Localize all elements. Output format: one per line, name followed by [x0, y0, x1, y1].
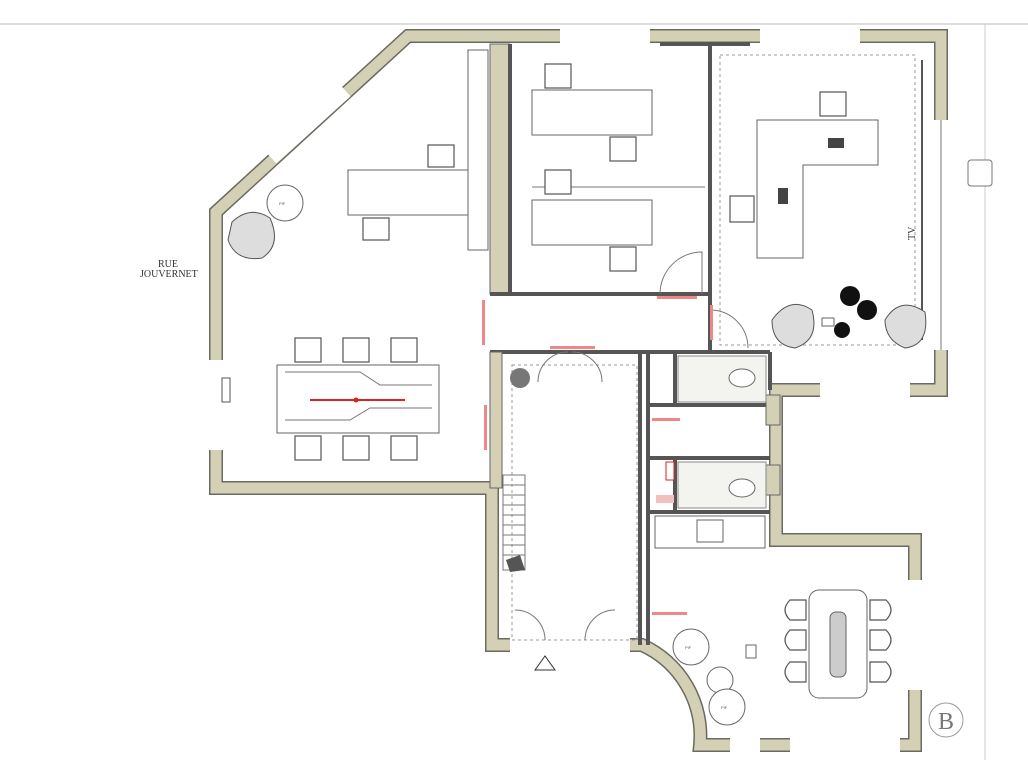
- windows: [208, 28, 950, 754]
- logo-letter: B: [938, 709, 954, 735]
- storage-cabinet: [467, 49, 489, 251]
- round-table-label: PIF: [279, 201, 286, 206]
- round-table-label: PIF: [685, 645, 692, 650]
- tv-label: TV: [907, 226, 918, 240]
- middle-office-desks: [531, 63, 705, 295]
- restrooms: [654, 355, 767, 549]
- right-office: [711, 60, 927, 349]
- conference-chairs: [294, 337, 418, 461]
- callout-box: [967, 159, 993, 187]
- interior-walls: [489, 43, 781, 645]
- chair: [362, 217, 390, 241]
- meeting-room: [672, 589, 892, 726]
- chair: [427, 144, 455, 168]
- brand-logo: B: [928, 702, 964, 738]
- round-table-label: PIF: [721, 705, 728, 710]
- street-label-line2: JOUVERNET: [140, 269, 198, 280]
- desk: [347, 169, 469, 216]
- table-inlay: [285, 371, 432, 421]
- office-dashed-zone: [719, 54, 916, 346]
- armchair: [227, 211, 275, 260]
- table-marker: [353, 397, 359, 403]
- hall-dashed-zone: [511, 364, 638, 641]
- hall: [502, 351, 616, 671]
- round-table: [266, 184, 304, 222]
- red-annotations: [482, 296, 713, 615]
- street-label-line1: RUE: [158, 259, 178, 270]
